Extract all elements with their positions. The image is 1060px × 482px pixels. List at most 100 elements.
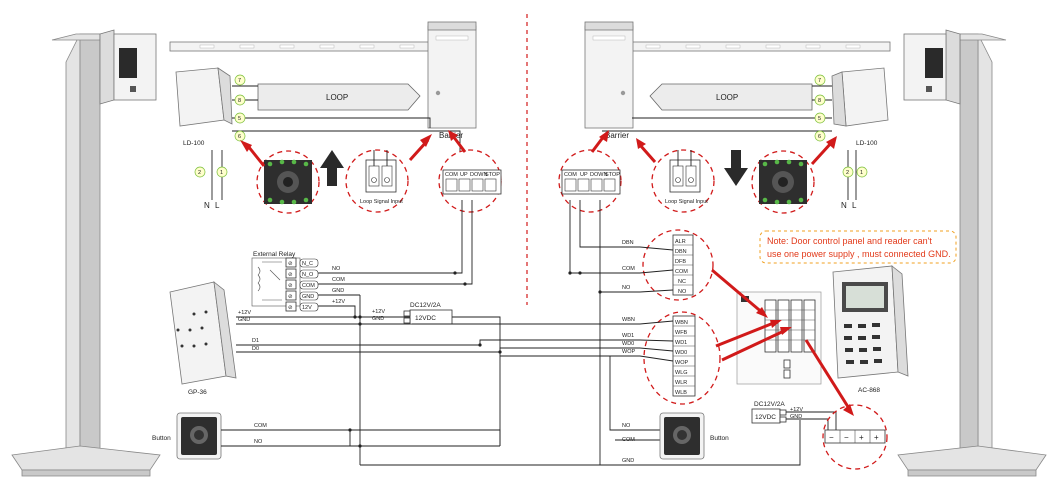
board-terminal-stop: STOP — [485, 172, 500, 178]
loop-signal-input-label-left: Loop Signal Input — [360, 199, 403, 205]
reader-wire-gnd: GND — [238, 317, 250, 323]
controller-wire-wd0: WD0 — [622, 341, 634, 347]
supply-terminal-1: − — [829, 433, 834, 442]
board-terminal-up: UP — [580, 172, 588, 178]
loop-detector-left: LD-100 — [175, 67, 233, 147]
block-a-dfb: DFB — [675, 259, 686, 265]
external-relay: External Relay ⊘ ⊘ ⊘ ⊘ ⊘ N_C N_O COM GND… — [251, 251, 319, 312]
svg-text:⊘: ⊘ — [288, 272, 293, 278]
exit-button-right: Button — [659, 412, 729, 460]
power-supply-left: DC12V/2A 12VDC +12V GND — [372, 302, 453, 325]
block-b-wlr: WLR — [675, 380, 687, 386]
controller-wire-no: NO — [622, 285, 631, 291]
terminal-number: 1 — [220, 170, 223, 176]
barrier-arm-right — [627, 41, 891, 52]
psu-left-12v: +12V — [372, 309, 385, 315]
controller-board — [736, 291, 822, 385]
note-line-1: Note: Door control panel and reader can'… — [767, 236, 932, 246]
barrier-cabinet-right: Barrier — [584, 21, 634, 140]
loop-detector-right: LD-100 — [831, 67, 889, 147]
block-a-nc: NC — [678, 279, 686, 285]
relay-wire-gnd: GND — [332, 288, 344, 294]
reader-wire-d0: D0 — [252, 346, 259, 352]
block-a-alr: ALR — [675, 239, 686, 245]
block-b-wd1: WD1 — [675, 340, 687, 346]
supply-terminal-2: − — [844, 433, 849, 442]
reader-wiring — [236, 315, 640, 354]
svg-text:⊘: ⊘ — [288, 261, 293, 267]
terminal-number: 8 — [818, 98, 821, 104]
relay-wire-no: NO — [332, 266, 341, 272]
relay-terminal-no: N_O — [302, 272, 314, 278]
button-left-com: COM — [254, 423, 267, 429]
loop-label-left: LOOP — [326, 93, 348, 102]
button-left-no: NO — [254, 439, 263, 445]
mains-l-left: L — [215, 201, 220, 210]
left-pillar — [11, 29, 161, 477]
terminal-number: 2 — [846, 170, 849, 176]
relay-wiring — [318, 200, 473, 465]
terminal-number: 7 — [818, 78, 821, 84]
relay-socket-zoom-left — [256, 150, 320, 214]
note-box: Note: Door control panel and reader can'… — [759, 230, 957, 264]
relay-terminal-gnd: GND — [302, 294, 314, 300]
barrier-board-zoom-right: COM UP DOWN STOP — [558, 149, 622, 213]
relay-terminal-com: COM — [302, 283, 315, 289]
block-a-com: COM — [675, 269, 688, 275]
loop-left: LOOP — [257, 83, 421, 111]
block-b-wop: WOP — [675, 360, 688, 366]
block-b-wfb: WFB — [675, 330, 688, 336]
block-b-wd0: WD0 — [675, 350, 687, 356]
psu-right-gnd: GND — [790, 414, 802, 420]
block-b-wlg: WLG — [675, 370, 688, 376]
detector-terminals-left: 7 8 5 6 2 1 — [194, 74, 246, 178]
mains-l-right: L — [852, 201, 857, 210]
mains-n-right: N — [841, 201, 847, 210]
barrier-label-right: Barrier — [605, 131, 629, 140]
card-reader: GP-36 — [169, 281, 237, 396]
board-terminal-com: COM — [445, 172, 458, 178]
button-label-left: Button — [152, 435, 171, 442]
terminal-number: 1 — [860, 170, 863, 176]
barrier-cabinet-left: Barrier — [427, 21, 477, 140]
external-relay-title: External Relay — [253, 251, 296, 258]
keypad-ac868: AC-868 — [832, 265, 909, 394]
psu-right-12v: +12V — [790, 407, 803, 413]
psu-left-gnd: GND — [372, 316, 384, 322]
terminal-number: 7 — [238, 78, 241, 84]
svg-text:⊘: ⊘ — [288, 294, 293, 300]
loop-signal-input-zoom-left: Loop Signal Input — [345, 149, 409, 213]
block-a-dbn: DBN — [675, 249, 687, 255]
supply-terminal-4: + — [874, 433, 879, 442]
relay-wire-12v: +12V — [332, 299, 345, 305]
reader-name: GP-36 — [188, 389, 207, 396]
arrow-up-icon — [320, 150, 344, 186]
relay-wire-com: COM — [332, 277, 345, 283]
button-label-right: Button — [710, 435, 729, 442]
supply-terminal-3: + — [859, 433, 864, 442]
svg-text:⊘: ⊘ — [288, 283, 293, 289]
terminal-number: 6 — [238, 134, 241, 140]
block-b-wlb: WLB — [675, 390, 687, 396]
terminal-number: 5 — [238, 116, 241, 122]
right-pillar — [897, 29, 1047, 477]
svg-text:⊘: ⊘ — [288, 305, 293, 311]
reader-wire-d1: D1 — [252, 338, 259, 344]
button-right-no: NO — [622, 423, 631, 429]
controller-wiring — [412, 200, 660, 465]
detector-label-left: LD-100 — [183, 140, 205, 147]
terminal-number: 6 — [818, 134, 821, 140]
mains-n-left: N — [204, 201, 210, 210]
supply-terminals-zoom: − − + + — [822, 404, 888, 470]
board-terminal-com: COM — [564, 172, 577, 178]
terminal-number: 8 — [238, 98, 241, 104]
detector-terminals-right: 7 8 5 6 2 1 — [814, 74, 868, 178]
arrow-down-icon — [724, 150, 748, 186]
relay-terminal-12v: 12V — [302, 305, 312, 311]
button-right-com: COM — [622, 437, 635, 443]
psu-left-label: 12VDC — [415, 315, 436, 322]
board-terminal-up: UP — [460, 172, 468, 178]
terminal-number: 5 — [818, 116, 821, 122]
reader-wire-12v: +12V — [238, 310, 251, 316]
relay-terminal-nc: N_C — [302, 261, 313, 267]
